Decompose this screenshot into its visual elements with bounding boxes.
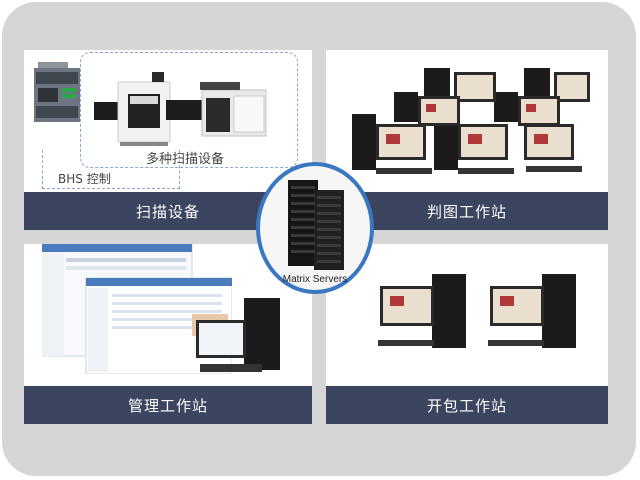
plc-controller-icon [34, 62, 80, 122]
open-workstation-right-icon [488, 274, 576, 348]
manage-workstation-panel: 管理工作站 [24, 244, 312, 424]
ct-scanner-icon [200, 82, 267, 137]
matrix-servers-node: Matrix Servers [256, 162, 374, 294]
bhs-control-group [42, 150, 180, 189]
matrix-servers-label: Matrix Servers [282, 274, 348, 285]
scan-devices-group [80, 52, 298, 168]
management-desktop-icon [196, 298, 280, 372]
diagram-frame: 多种扫描设备 BHS 控制 扫描设备 [2, 2, 636, 476]
open-workstation-panel: 开包工作站 [326, 244, 608, 424]
scan-devices-label: 多种扫描设备 [146, 152, 225, 167]
judge-workstation-panel: 判图工作站 [326, 50, 608, 230]
open-workstation-caption: 开包工作站 [326, 386, 608, 424]
bhs-control-label: BHS 控制 [58, 172, 111, 186]
management-software-screens-icon [42, 244, 232, 374]
server-rack-icon [288, 180, 344, 270]
scan-equipment-panel: 多种扫描设备 BHS 控制 扫描设备 [24, 50, 312, 230]
open-workstation-left-icon [378, 274, 466, 348]
xray-scanner-icon [94, 72, 202, 146]
workstation-cluster-icon [352, 68, 590, 174]
manage-workstation-caption: 管理工作站 [24, 386, 312, 424]
